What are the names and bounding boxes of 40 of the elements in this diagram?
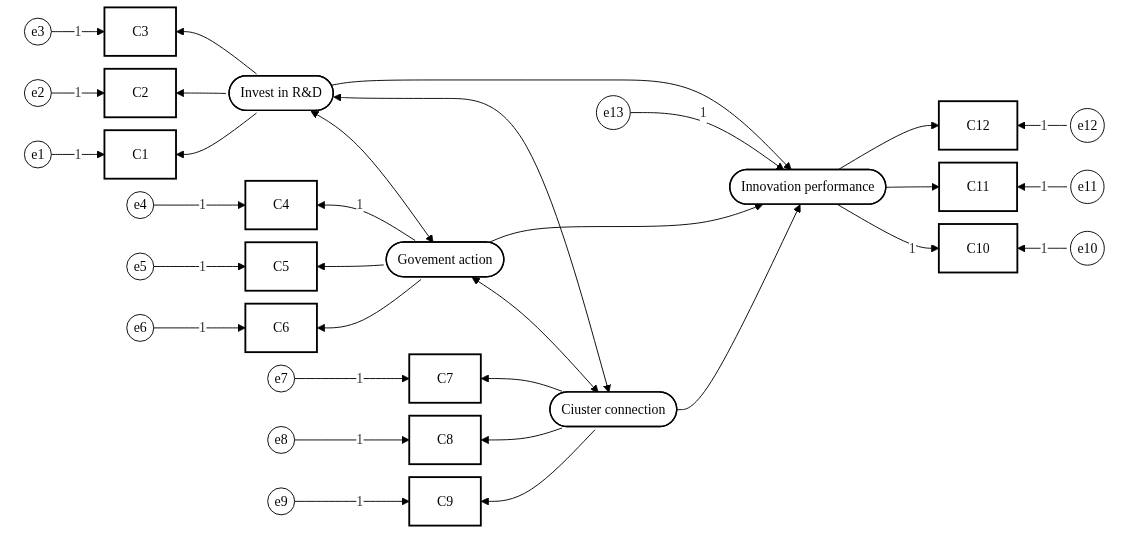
node-box: C3 <box>103 6 178 57</box>
node-box: C6 <box>244 302 318 354</box>
node-circle: e11 <box>1070 169 1105 204</box>
edge-label: 1 <box>199 320 207 336</box>
edge-label: 1 <box>1040 117 1048 133</box>
edge-label: 1 <box>356 432 364 448</box>
edge-label: 1 <box>74 85 82 101</box>
node-box: C2 <box>103 67 178 119</box>
node-box: C9 <box>408 476 482 527</box>
node-circle: e7 <box>267 364 296 393</box>
node-circle: e4 <box>126 191 155 219</box>
node-circle: e2 <box>24 79 52 107</box>
edge-label: 1 <box>699 104 707 120</box>
node-circle: e6 <box>126 313 155 342</box>
edge-label: 1 <box>908 240 916 256</box>
edge-label: 1 <box>199 197 207 213</box>
node-box: C12 <box>938 100 1019 151</box>
node-circle: e3 <box>24 17 52 46</box>
node-circle: e5 <box>126 252 155 281</box>
node-circle: e10 <box>1070 230 1105 266</box>
node-box: C5 <box>244 241 318 292</box>
node-box: C8 <box>408 414 482 466</box>
node-circle: e1 <box>24 140 52 169</box>
node-circle: e13 <box>596 95 631 130</box>
node-box: C10 <box>938 223 1019 274</box>
node-circle: e9 <box>267 487 296 516</box>
edge-label: 1 <box>356 370 364 386</box>
edge-label: 1 <box>1040 240 1048 256</box>
edge-label: 1 <box>74 146 82 162</box>
node-box: C4 <box>244 179 318 231</box>
edge-label: 1 <box>356 197 364 213</box>
node-box: C11 <box>938 161 1019 212</box>
node-box: C7 <box>408 353 482 404</box>
node-box: C1 <box>103 129 178 180</box>
edge-label: 1 <box>356 493 364 509</box>
edge-label: 1 <box>199 258 207 274</box>
node-circle: e12 <box>1070 108 1105 143</box>
edge-label: 1 <box>1040 179 1048 194</box>
edge-label: 1 <box>74 24 82 39</box>
node-circle: e8 <box>267 426 296 454</box>
